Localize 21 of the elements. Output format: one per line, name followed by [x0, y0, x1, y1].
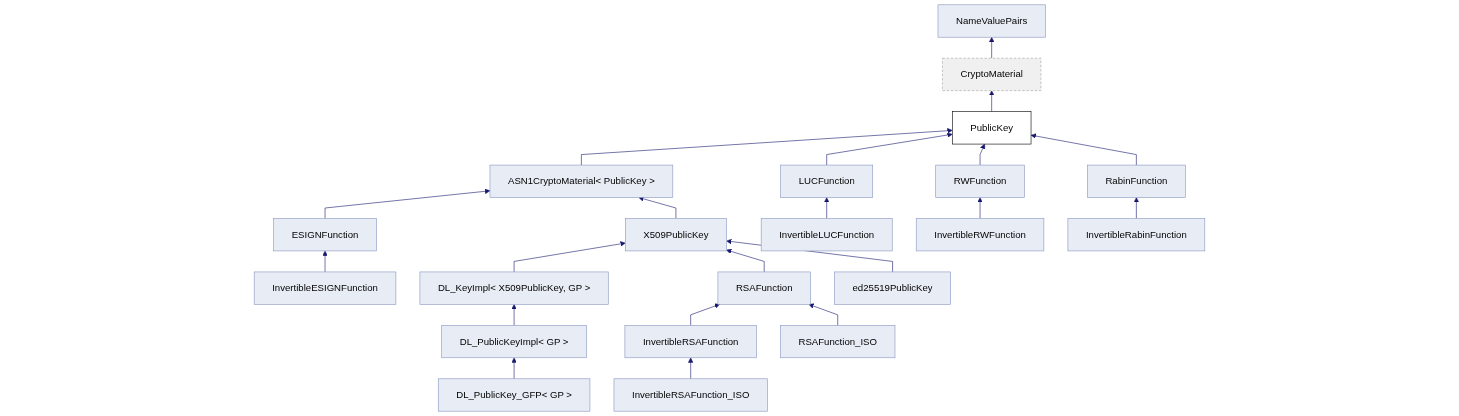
node-box: RSAFunction	[717, 271, 811, 305]
node-box: X509PublicKey	[625, 218, 727, 252]
node-box: DL_KeyImpl< X509PublicKey, GP >	[419, 271, 609, 305]
node-box: InvertibleRabinFunction	[1067, 218, 1206, 252]
node-box: RSAFunction_ISO	[780, 325, 896, 359]
node-box: ed25519PublicKey	[834, 271, 951, 305]
node-box: InvertibleRSAFunction	[624, 325, 757, 359]
node-box: InvertibleESIGNFunction	[253, 271, 397, 305]
node-box: DL_PublicKey_GFP< GP >	[437, 378, 591, 412]
node-box: InvertibleRSAFunction_ISO	[613, 378, 768, 412]
node-box: RWFunction	[935, 164, 1025, 198]
node-box: LUCFunction	[780, 164, 874, 198]
node-box: ASN1CryptoMaterial< PublicKey >	[489, 164, 674, 198]
node-box: InvertibleLUCFunction	[760, 218, 893, 252]
node-box: NameValuePairs	[937, 4, 1046, 38]
node-box: PublicKey	[952, 111, 1032, 145]
node-box: ESIGNFunction	[273, 218, 377, 252]
node-box: CryptoMaterial	[942, 57, 1042, 91]
node-box: DL_PublicKeyImpl< GP >	[441, 325, 587, 359]
node-box: RabinFunction	[1087, 164, 1186, 198]
node-box: InvertibleRWFunction	[915, 218, 1045, 252]
